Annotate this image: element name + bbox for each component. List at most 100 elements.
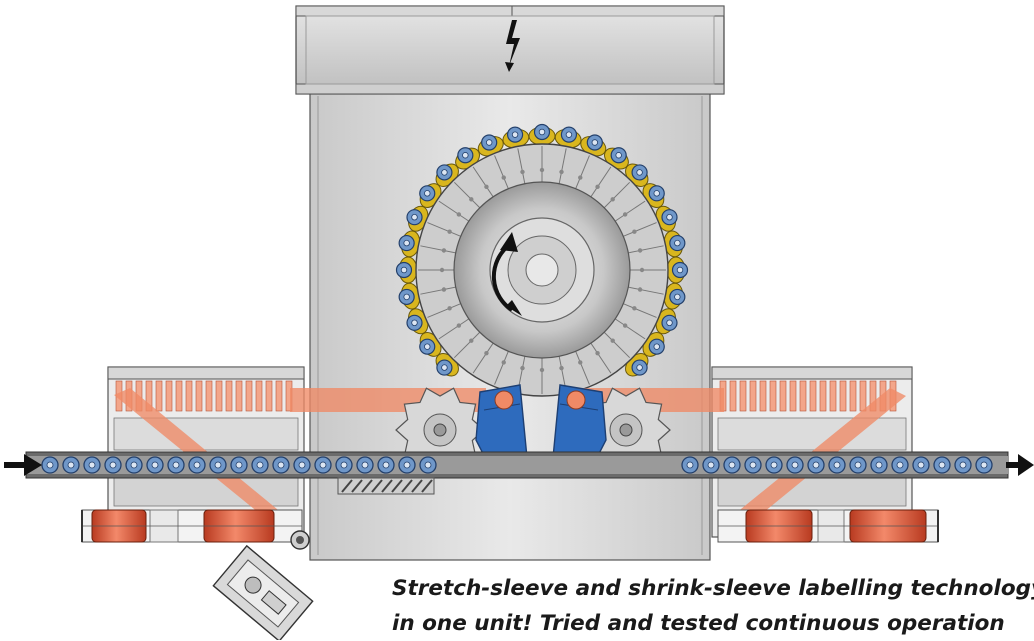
carousel-bolt xyxy=(559,169,564,175)
guide-strip xyxy=(155,380,163,412)
container-neck xyxy=(172,461,180,469)
guide-strip xyxy=(839,380,847,412)
container-neck xyxy=(256,461,264,469)
carousel-spoke xyxy=(427,222,461,237)
container-neck xyxy=(403,461,411,469)
container-neck xyxy=(361,461,369,469)
carousel-spoke xyxy=(438,200,470,222)
guide-strip xyxy=(225,380,233,412)
guide-strip xyxy=(859,380,867,412)
carousel-bolt xyxy=(484,184,489,190)
screw-thread xyxy=(351,479,363,493)
arrow-right-icon xyxy=(1006,454,1034,476)
container-neck xyxy=(591,139,599,146)
screw-thread xyxy=(391,479,403,493)
carousel-spoke xyxy=(472,166,494,198)
carousel-bolt xyxy=(484,350,489,356)
screw-thread xyxy=(341,479,353,493)
carousel-spoke xyxy=(628,245,664,254)
screw-thread xyxy=(421,479,433,493)
container-neck xyxy=(615,152,622,159)
sensor-head xyxy=(212,530,314,640)
carousel-bolt xyxy=(456,323,462,328)
container-neck xyxy=(151,461,159,469)
carousel-spoke xyxy=(603,181,631,209)
carousel-bolt xyxy=(637,287,643,292)
sleeve-carousel xyxy=(415,143,669,397)
carousel-spoke xyxy=(614,318,646,340)
guide-strip xyxy=(849,380,857,412)
carousel-bolt xyxy=(520,169,525,175)
carousel-bolt xyxy=(539,167,545,173)
carousel-spoke xyxy=(558,148,567,184)
container-neck xyxy=(666,213,673,221)
container-neck xyxy=(400,266,408,274)
container-neck xyxy=(676,266,684,274)
carousel-spoke xyxy=(494,155,509,189)
lightning-bolt-icon xyxy=(505,20,520,72)
carousel-bolt xyxy=(501,360,506,365)
guide-strip xyxy=(215,380,223,412)
screw-thread xyxy=(371,479,383,493)
container-neck xyxy=(770,461,778,469)
carousel-bolt xyxy=(447,306,452,311)
container-neck xyxy=(340,461,348,469)
guide-strip xyxy=(809,380,817,412)
carousel-spoke xyxy=(438,318,470,340)
carousel-bolt xyxy=(439,267,445,273)
guide-strip xyxy=(165,380,173,412)
container-neck xyxy=(707,461,715,469)
guide-strip xyxy=(739,380,747,412)
container-neck xyxy=(666,319,673,327)
container-neck xyxy=(411,213,418,221)
guide-strip xyxy=(749,380,757,412)
carousel-spoke xyxy=(628,286,664,295)
container-neck xyxy=(485,139,493,146)
container-neck xyxy=(403,239,410,247)
star-wheel-left xyxy=(395,387,485,473)
container-neck xyxy=(424,461,432,469)
carousel-bolt xyxy=(595,184,600,190)
carousel-spoke xyxy=(494,351,509,385)
carousel-bolt xyxy=(610,338,615,343)
guide-strip xyxy=(789,380,797,412)
guide-strip xyxy=(175,380,183,412)
carousel-bolt xyxy=(578,175,583,180)
carousel-bolt xyxy=(622,323,628,328)
container-neck xyxy=(424,190,431,197)
carousel-bolt xyxy=(637,248,643,253)
carousel-bolt xyxy=(632,229,637,234)
container-neck xyxy=(424,343,431,350)
carousel-spoke xyxy=(453,181,481,209)
container-neck xyxy=(980,461,988,469)
carousel-spoke xyxy=(472,342,494,374)
container-neck xyxy=(193,461,201,469)
container-neck xyxy=(791,461,799,469)
container-neck xyxy=(298,461,306,469)
guide-strip xyxy=(759,380,767,412)
carousel-spoke xyxy=(453,331,481,359)
guide-strip xyxy=(235,380,243,412)
carousel-spoke xyxy=(590,166,612,198)
container-neck xyxy=(653,343,660,350)
guide-strip xyxy=(255,380,263,412)
curved-arrow-counterclockwise-icon xyxy=(491,232,522,316)
caption-line-2: in one unit! Tried and tested continuous… xyxy=(392,611,1005,636)
screw-thread xyxy=(381,479,393,493)
carousel-spoke xyxy=(575,351,590,385)
guide-strip xyxy=(829,380,837,412)
guide-strip xyxy=(195,380,203,412)
container-neck xyxy=(674,239,681,247)
carousel-bolt xyxy=(578,360,583,365)
carousel-spoke xyxy=(517,148,526,184)
guide-strip xyxy=(819,380,827,412)
container-neck xyxy=(728,461,736,469)
guide-strip xyxy=(245,380,253,412)
container-neck xyxy=(917,461,925,469)
guide-strip xyxy=(205,380,213,412)
screw-thread xyxy=(401,479,413,493)
carousel-spoke xyxy=(623,222,657,237)
container-neck xyxy=(382,461,390,469)
carousel-bolt xyxy=(456,212,462,217)
